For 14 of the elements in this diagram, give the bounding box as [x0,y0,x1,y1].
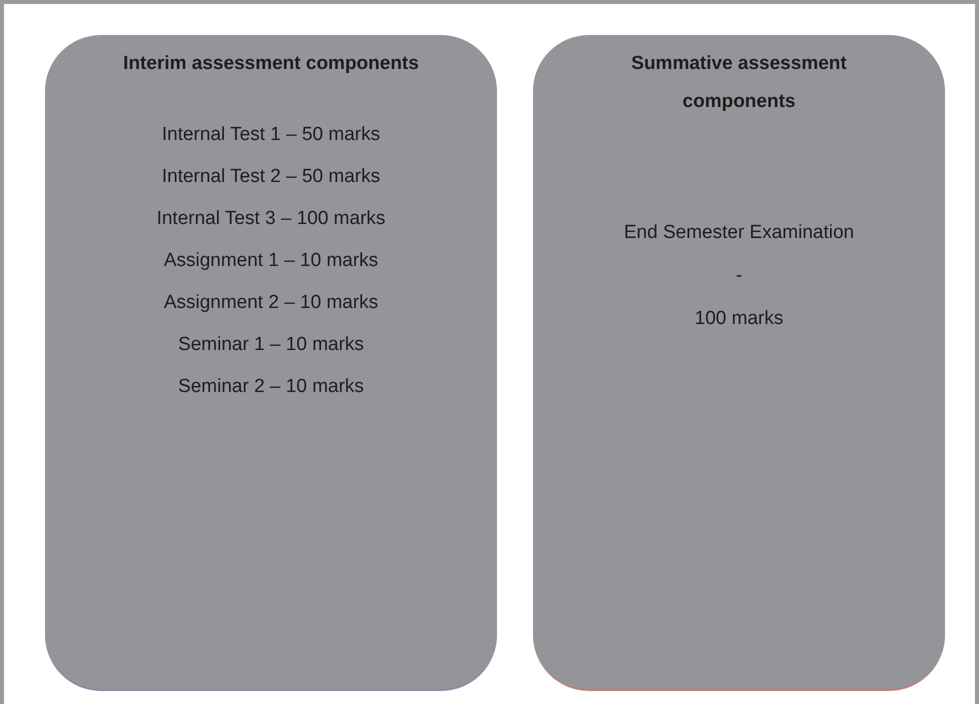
panel-item: Assignment 1 – 10 marks [164,249,378,273]
panel-item: Seminar 2 – 10 marks [178,375,364,399]
panel-item: Internal Test 1 – 50 marks [162,123,380,147]
panel-item: Internal Test 2 – 50 marks [162,165,380,189]
panel-heading: Interim assessment components [123,52,419,76]
rounded-panel [45,35,497,691]
rounded-panel [533,35,945,691]
panel-item: - [736,264,742,288]
panel-item: Internal Test 3 – 100 marks [156,207,386,231]
panel-heading: Summative assessment components [630,52,848,114]
panel-item: 100 marks [694,307,784,331]
panel-item: Assignment 2 – 10 marks [164,291,378,315]
panel-item: End Semester Examination [624,221,854,245]
panel-item: Seminar 1 – 10 marks [178,333,364,357]
